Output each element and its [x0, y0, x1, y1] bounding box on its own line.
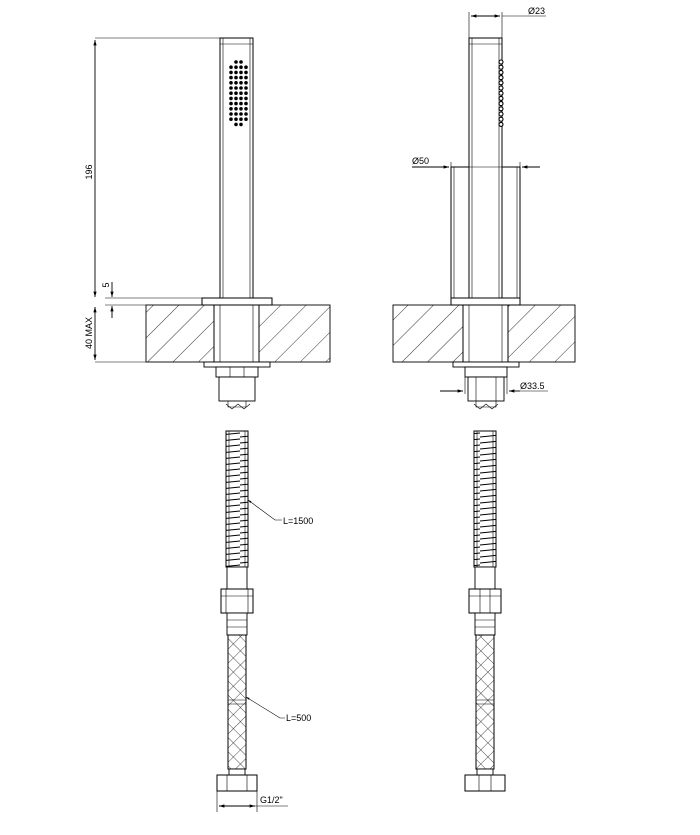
nozzle-side-dot [498, 85, 504, 91]
end-ferrule-left [228, 768, 246, 776]
nozzle-dot [244, 117, 248, 121]
nozzle-dot [239, 75, 243, 80]
nozzle-dot [229, 75, 233, 80]
nozzle-dot [239, 101, 243, 106]
nozzle-dot [239, 65, 243, 69]
nozzle-side-dot [498, 106, 504, 112]
nozzle-dot [244, 107, 248, 111]
nozzle-dot [229, 91, 233, 95]
nozzle-dot [234, 86, 238, 90]
hose-adapter-right [474, 612, 496, 636]
nozzle-dot [234, 122, 238, 127]
nozzle-side-dot [498, 59, 504, 65]
nozzle-dot [239, 70, 243, 75]
back-plate-right [452, 361, 520, 368]
nozzle-dot [239, 96, 243, 101]
nozzle-dot [234, 75, 238, 80]
lock-nut-right [464, 366, 508, 378]
nozzle-dot [234, 107, 238, 111]
nozzle-side-dot [498, 90, 504, 96]
nozzle-dot [239, 60, 243, 64]
hand-shower-body-left [219, 37, 254, 299]
nozzle-dot [239, 86, 243, 90]
hand-shower-body-right [468, 37, 503, 299]
nozzle-side-dot [498, 80, 504, 86]
nozzle-dot [244, 112, 248, 116]
nozzle-side-dot [498, 69, 504, 75]
nozzle-dot [244, 96, 248, 101]
flange-left [201, 297, 273, 306]
nozzle-dot [234, 81, 238, 85]
hose-adapter-left [226, 612, 248, 636]
nozzle-dot [234, 112, 238, 116]
nozzle-dot [229, 70, 233, 75]
nozzle-dot [244, 81, 248, 85]
flange-right [450, 297, 521, 306]
nozzle-dot [244, 101, 248, 106]
nozzle-dot [244, 65, 248, 69]
nozzle-side-dot [498, 64, 504, 70]
nozzle-side-dot [498, 121, 504, 127]
dim-wall-40-max: 40 MAX [84, 317, 94, 349]
nozzle-dot [229, 86, 233, 90]
label-hose-1500: L=1500 [283, 516, 313, 526]
lock-nut-left [215, 366, 259, 378]
connector-right [467, 376, 505, 402]
wall-insert-right [462, 304, 509, 363]
spray-nozzles-side [498, 59, 504, 127]
connector-left [218, 376, 256, 402]
braided-hose-500-right [475, 634, 495, 770]
right-view: Ø23 Ø50 Ø33.5 [392, 6, 576, 792]
nozzle-side-dot [498, 95, 504, 101]
nozzle-dot [229, 107, 233, 111]
nozzle-dot [229, 81, 233, 85]
nozzle-side-dot [498, 75, 504, 81]
nozzle-dot [234, 91, 238, 95]
nozzle-side-dot [498, 111, 504, 117]
label-diameter-50: Ø50 [412, 156, 429, 166]
label-hose-500: L=500 [286, 713, 311, 723]
nozzle-dot [234, 117, 238, 121]
nozzle-side-dot [498, 116, 504, 122]
braided-hose-500-left [227, 634, 247, 770]
nozzle-dot [234, 60, 238, 64]
nozzle-dot [244, 70, 248, 75]
dim-flange-5: 5 [101, 282, 111, 287]
hose-ferrule-right [474, 566, 496, 590]
nozzle-dot [229, 101, 233, 106]
label-thread-g12: G1/2" [260, 795, 283, 805]
nozzle-dot [234, 96, 238, 101]
end-nut-right [464, 774, 506, 792]
nozzle-dot [239, 91, 243, 95]
nozzle-dot [239, 117, 243, 121]
hose-nut-right [468, 588, 502, 614]
hose-nut-left [220, 588, 254, 614]
label-diameter-23: Ø23 [528, 6, 545, 16]
nozzle-dot [229, 112, 233, 116]
nozzle-dot [239, 81, 243, 85]
hose-ferrule-left [226, 566, 248, 590]
nozzle-dot [239, 112, 243, 116]
nozzle-dot [244, 75, 248, 80]
nozzle-dot [229, 96, 233, 101]
label-diameter-33-5: Ø33.5 [520, 381, 545, 391]
nozzle-dot [244, 86, 248, 90]
nozzle-dot [234, 70, 238, 75]
nozzle-dot [239, 122, 243, 127]
nozzle-dot [234, 101, 238, 106]
end-ferrule-right [476, 768, 494, 776]
end-nut-left [216, 774, 258, 792]
nozzle-dot [229, 65, 233, 69]
left-view: 196 5 40 MAX L= [84, 37, 331, 812]
nozzle-dot [234, 65, 238, 69]
spray-nozzles [229, 60, 248, 127]
nozzle-dot [239, 107, 243, 111]
nozzle-side-dot [498, 101, 504, 107]
back-plate-left [203, 361, 271, 368]
nozzle-dot [229, 117, 233, 121]
nozzle-dot [244, 91, 248, 95]
dim-height-196: 196 [84, 164, 94, 179]
wall-insert-left [213, 304, 260, 363]
